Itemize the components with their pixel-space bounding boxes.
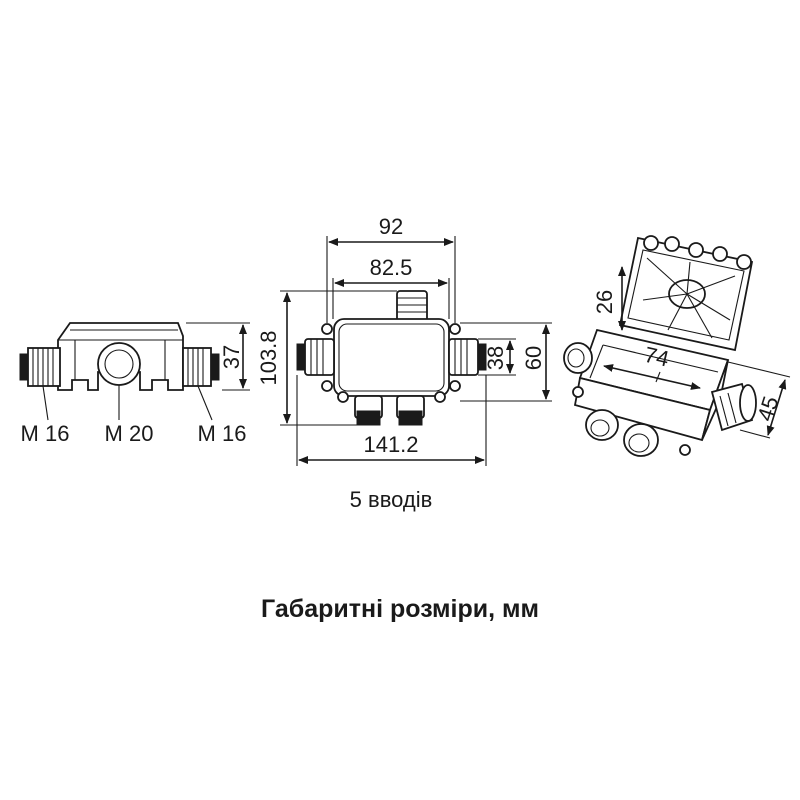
- dim-103-8: 103.8: [256, 330, 281, 385]
- iso-dim-74: 74: [642, 342, 671, 372]
- top-view: 92 82.5 141.2 103.8 38 60 5 вводів: [256, 214, 552, 512]
- iso-dim-26: 26: [592, 290, 617, 314]
- iso-front-gland-right: [623, 423, 659, 457]
- top-right-gland: [448, 338, 487, 376]
- inputs-caption: 5 вводів: [350, 487, 433, 512]
- label-m16-left: M 16: [21, 421, 70, 446]
- m20-gland: [97, 342, 141, 386]
- dim-92: 92: [379, 214, 403, 239]
- top-left-gland: [296, 338, 335, 376]
- side-height-dim: 37: [219, 345, 244, 369]
- iso-front-gland-left: [585, 409, 619, 441]
- dim-38: 38: [483, 346, 508, 370]
- dim-60: 60: [521, 346, 546, 370]
- left-m16-gland: [19, 347, 61, 387]
- side-view: 37 M 16 M 20 M 16: [19, 322, 250, 446]
- iso-view: 26 74 45: [563, 235, 791, 457]
- iso-lid: [618, 235, 754, 352]
- top-gland: [396, 290, 428, 324]
- page-title: Габаритні розміри, мм: [261, 595, 539, 623]
- dim-82-5: 82.5: [370, 255, 413, 280]
- iso-left-gland: [563, 342, 593, 374]
- top-bottom-gland-right: [396, 395, 425, 426]
- label-m20: M 20: [105, 421, 154, 446]
- label-m16-right: M 16: [198, 421, 247, 446]
- right-m16-gland: [182, 347, 220, 387]
- dim-141-2: 141.2: [363, 432, 418, 457]
- top-body: [333, 318, 450, 397]
- top-bottom-gland-left: [354, 395, 383, 426]
- iso-right-gland: [710, 382, 757, 432]
